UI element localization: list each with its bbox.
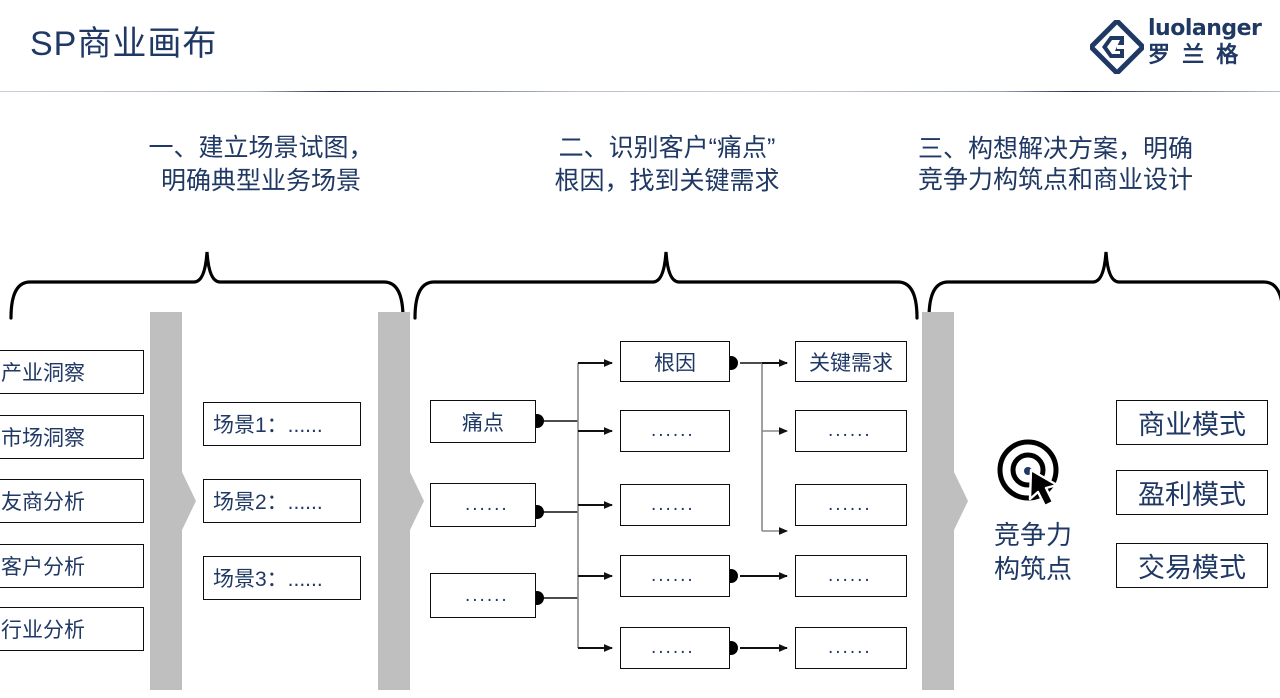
root-cause-box[interactable]: ...... bbox=[620, 555, 730, 597]
pain-point-box[interactable]: 痛点 bbox=[430, 400, 536, 443]
mode-box[interactable]: 交易模式 bbox=[1116, 543, 1268, 588]
key-need-box[interactable]: ...... bbox=[795, 627, 907, 669]
brand-logo: luolanger 罗 兰 格 bbox=[1090, 14, 1266, 76]
pain-point-box[interactable]: ...... bbox=[430, 573, 536, 618]
brace-section-3 bbox=[927, 251, 1280, 320]
scene-box[interactable]: 场景2：...... bbox=[203, 479, 361, 523]
section-heading-1: 一、建立场景试图， 明确典型业务场景 bbox=[148, 134, 374, 195]
insight-box[interactable]: 友商分析 bbox=[0, 479, 144, 523]
root-cause-box[interactable]: ...... bbox=[620, 410, 730, 452]
divider-chevron-right bbox=[922, 312, 968, 690]
mode-box[interactable]: 商业模式 bbox=[1116, 400, 1268, 445]
brace-section-1 bbox=[9, 251, 405, 320]
insight-box[interactable]: 客户分析 bbox=[0, 544, 144, 588]
root-cause-box[interactable]: 根因 bbox=[620, 341, 730, 382]
logo-chinese-text: 罗 兰 格 bbox=[1148, 42, 1242, 67]
scene-box[interactable]: 场景1：...... bbox=[203, 402, 361, 446]
diamond-g-logo-icon bbox=[1090, 20, 1144, 74]
competitiveness-label: 竞争力 构筑点 bbox=[993, 520, 1072, 584]
brace-section-2 bbox=[413, 251, 919, 320]
section-heading-2: 二、识别客户“痛点” 根因，找到关键需求 bbox=[554, 134, 780, 195]
key-need-box[interactable]: ...... bbox=[795, 410, 907, 452]
insight-box[interactable]: 产业洞察 bbox=[0, 350, 144, 394]
key-need-box[interactable]: ...... bbox=[795, 484, 907, 526]
pain-point-box[interactable]: ...... bbox=[430, 483, 536, 527]
root-cause-box[interactable]: ...... bbox=[620, 484, 730, 526]
root-cause-box[interactable]: ...... bbox=[620, 627, 730, 669]
key-need-box[interactable]: ...... bbox=[795, 555, 907, 597]
insight-box[interactable]: 市场洞察 bbox=[0, 415, 144, 459]
key-need-box[interactable]: 关键需求 bbox=[795, 341, 907, 382]
divider-chevron-mid bbox=[378, 312, 424, 690]
divider-chevron-left bbox=[150, 312, 196, 690]
target-cursor-icon bbox=[997, 439, 1059, 508]
scene-box[interactable]: 场景3：...... bbox=[203, 556, 361, 600]
mode-box[interactable]: 盈利模式 bbox=[1116, 470, 1268, 515]
insight-box[interactable]: 行业分析 bbox=[0, 607, 144, 651]
logo-english-text: luolanger bbox=[1148, 16, 1262, 41]
page-title: SP商业画布 bbox=[30, 25, 218, 63]
logo-wordmark: luolanger 罗 兰 格 bbox=[1148, 16, 1268, 68]
section-heading-3: 三、构想解决方案，明确 竞争力构筑点和商业设计 bbox=[918, 135, 1194, 194]
header-divider bbox=[0, 91, 1280, 92]
